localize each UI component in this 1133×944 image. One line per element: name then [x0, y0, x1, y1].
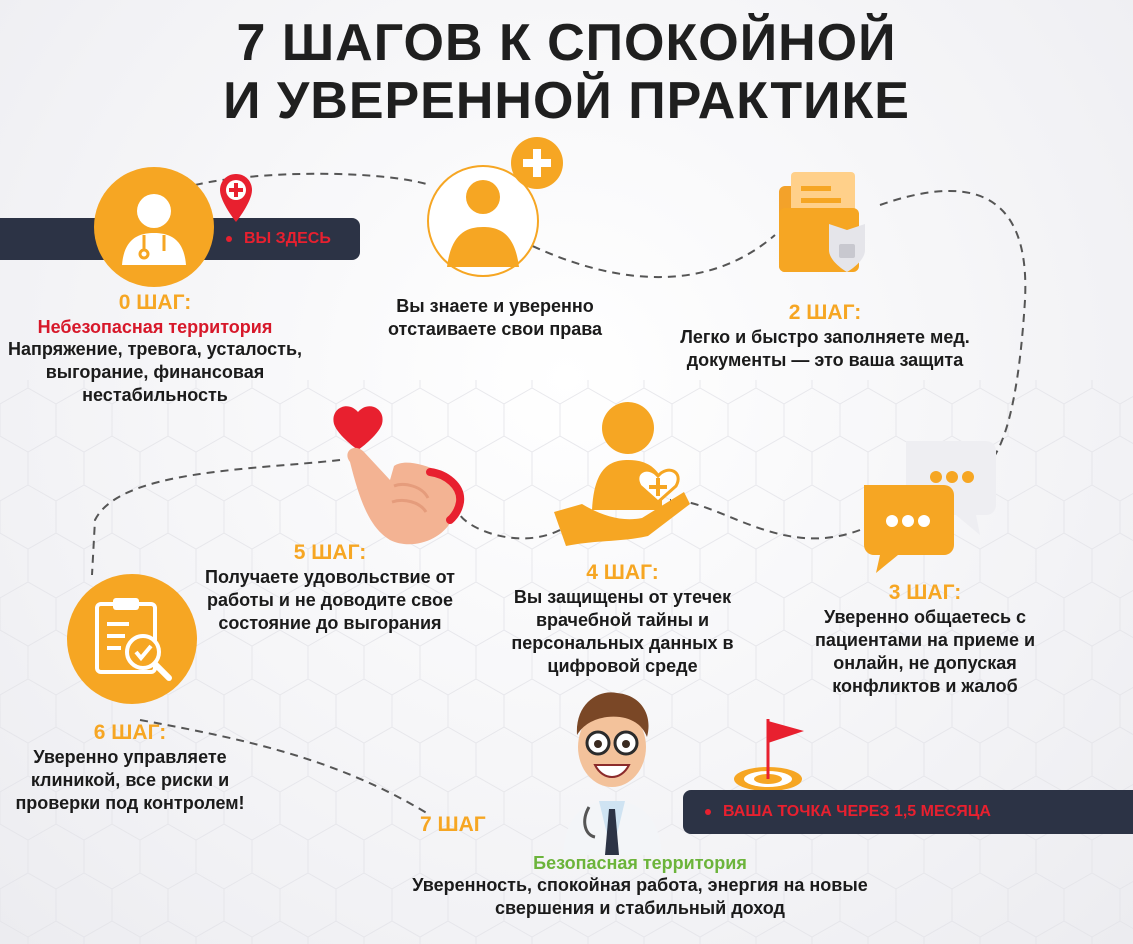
- step-5-text: Получаете удовольствие от работы и не до…: [205, 567, 455, 633]
- step-0-text: Напряжение, тревога, усталость, выгорани…: [7, 339, 303, 405]
- step-2: 2 ШАГ: Легко и быстро заполняете мед. до…: [665, 300, 985, 372]
- step-0-subtitle: Небезопасная территория: [37, 317, 273, 337]
- care-hand-icon: [552, 400, 692, 550]
- step-0: 0 ШАГ: Небезопасная территория Напряжени…: [0, 290, 310, 407]
- step-7: Безопасная территория Уверенность, споко…: [380, 852, 900, 920]
- step-6-text: Уверенно управляете клиникой, все риски …: [15, 747, 245, 813]
- step-3: 3 ШАГ: Уверенно общаетесь с пациентами н…: [780, 580, 1070, 698]
- step-1-text: Вы знаете и уверенно отстаиваете свои пр…: [387, 296, 603, 339]
- step-6-label: 6 ШАГ:: [93, 721, 167, 744]
- heart-hand-icon: [330, 402, 465, 552]
- you-are-here-label: ВЫ ЗДЕСЬ: [244, 230, 331, 247]
- page-title-line1: 7 ШАГОВ К СПОКОЙНОЙ: [236, 14, 897, 72]
- destination-label: ВАША ТОЧКА ЧЕРЕЗ 1,5 МЕСЯЦА: [723, 803, 991, 820]
- step-3-label: 3 ШАГ:: [888, 581, 962, 604]
- step-6: 6 ШАГ: Уверенно управляете клиникой, все…: [10, 720, 250, 815]
- step-2-label: 2 ШАГ:: [788, 301, 862, 324]
- step-4: 4 ШАГ: Вы защищены от утечек врачебной т…: [480, 560, 765, 678]
- doctor-icon: [92, 165, 216, 289]
- step-4-label: 4 ШАГ:: [586, 561, 659, 584]
- bullet-icon: [705, 809, 711, 815]
- doctor-avatar-icon: [555, 685, 670, 855]
- step-5-label: 5 ШАГ:: [293, 541, 367, 564]
- chat-bubbles-icon: [858, 435, 998, 575]
- step-7-label-wrap: 7 ШАГ: [420, 812, 590, 838]
- step-3-text: Уверенно общаетесь с пациентами на прием…: [814, 607, 1036, 696]
- step-1: Вы знаете и уверенно отстаиваете свои пр…: [350, 295, 640, 341]
- step-4-text: Вы защищены от утечек врачебной тайны и …: [511, 587, 734, 676]
- clipboard-check-icon: [65, 572, 200, 707]
- doctor-plus-icon: [425, 135, 565, 280]
- destination-banner: ВАША ТОЧКА ЧЕРЕЗ 1,5 МЕСЯЦА: [683, 790, 1133, 834]
- bullet-icon: [226, 236, 232, 242]
- location-pin-icon: [218, 172, 254, 224]
- page-title-line2: И УВЕРЕННОЙ ПРАКТИКЕ: [223, 72, 910, 130]
- target-flag-icon: [730, 715, 810, 795]
- secure-folder-icon: [775, 168, 875, 280]
- step-0-label: 0 ШАГ:: [118, 291, 192, 314]
- step-7-label: 7 ШАГ: [420, 813, 486, 836]
- step-7-text: Уверенность, спокойная работа, энергия н…: [412, 875, 868, 918]
- step-2-text: Легко и быстро заполняете мед. документы…: [680, 327, 970, 370]
- step-5: 5 ШАГ: Получаете удовольствие от работы …: [180, 540, 480, 635]
- step-7-subtitle: Безопасная территория: [533, 853, 747, 873]
- route-path: [91, 172, 1027, 816]
